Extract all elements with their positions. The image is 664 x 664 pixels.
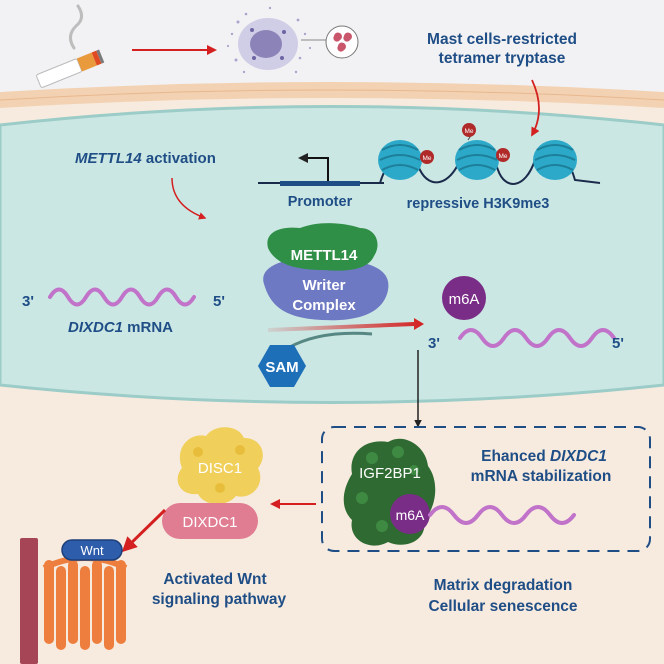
dixdc1-mrna-label: DIXDC1 mRNA — [68, 319, 173, 336]
nucleosome-icon — [455, 140, 499, 180]
mast-cell-icon — [226, 6, 359, 74]
sam-hexagon — [258, 345, 306, 387]
methyl-text: Me — [464, 128, 473, 135]
dixdc1-mrna-methylated — [458, 328, 616, 348]
nucleosome-icon — [378, 140, 422, 180]
mrna-five-prime-label: 5' — [213, 293, 225, 310]
enhanced-prefix: Ehanced — [481, 448, 550, 465]
methyl-mark: Me — [462, 123, 476, 141]
wnt-label: Wnt — [80, 543, 104, 558]
stabilized-mrna — [428, 505, 576, 525]
disc1-label: DISC1 — [198, 460, 242, 477]
mettl14-protein-label: METTL14 — [291, 247, 358, 264]
nucleosome-icon — [533, 140, 577, 180]
mast-cells-label: Mast cells-restricted — [427, 31, 577, 48]
methyl-mark: Me — [495, 148, 510, 162]
membrane-bar — [20, 538, 38, 664]
arrow-activation-to-complex — [171, 177, 207, 220]
mettl14-activation-label: METTL14 activation — [75, 150, 216, 167]
arrow-to-wnt — [121, 508, 167, 553]
stabilization-label: mRNA stabilization — [471, 468, 612, 485]
dixdc1-gene-name: DIXDC1 — [68, 319, 123, 336]
promoter-element — [258, 153, 384, 186]
cigarette-icon — [36, 4, 105, 88]
activated-wnt-label: Activated Wnt — [163, 571, 266, 588]
stabilization-box — [321, 426, 651, 552]
modified-mrna-five-prime-label: 5' — [612, 335, 624, 352]
writer-label: Writer — [302, 277, 345, 294]
m6a-mark-bound — [390, 494, 430, 534]
methylation-arrow — [268, 318, 424, 332]
tryptase-label: tetramer tryptase — [439, 50, 566, 67]
sam-cofactor-curve — [287, 331, 373, 350]
cellular-senescence-label: Cellular senescence — [428, 598, 577, 615]
modified-mrna-three-prime-label: 3' — [428, 335, 440, 352]
wnt-receptor — [42, 555, 128, 650]
igf2bp1-label: IGF2BP1 — [359, 465, 421, 482]
mrna-text: mRNA — [123, 319, 173, 336]
activation-text: activation — [142, 150, 216, 167]
matrix-degradation-label: Matrix degradation — [434, 577, 573, 594]
h3k9me3-label: repressive H3K9me3 — [407, 196, 550, 212]
complex-label: Complex — [292, 297, 356, 314]
sam-label: SAM — [265, 359, 298, 376]
dixdc1-protein-label: DIXDC1 — [182, 514, 237, 531]
m6a-mark — [442, 276, 486, 320]
disc1-protein — [177, 427, 263, 505]
signaling-pathway-label: signaling pathway — [152, 591, 287, 608]
m6a-bound-label: m6A — [396, 507, 425, 523]
methyl-text: Me — [498, 153, 507, 160]
cell-membrane — [0, 82, 664, 108]
arrow-tryptase-to-chromatin — [531, 79, 540, 137]
writer-complex — [263, 223, 389, 321]
cell-membrane-line — [0, 89, 664, 101]
m6a-label: m6A — [449, 291, 480, 308]
enhanced-label: Ehanced DIXDC1 — [481, 448, 607, 465]
dixdc1-mrna-unmodified — [48, 287, 196, 307]
methyl-text: Me — [422, 155, 431, 162]
wnt-ligand — [61, 539, 123, 561]
dixdc1-protein — [162, 503, 258, 539]
promoter-label: Promoter — [288, 194, 353, 210]
methyl-mark: Me — [419, 150, 434, 164]
mettl14-gene-name: METTL14 — [75, 150, 142, 167]
enhanced-gene-name: DIXDC1 — [550, 448, 607, 465]
mrna-three-prime-label: 3' — [22, 293, 34, 310]
